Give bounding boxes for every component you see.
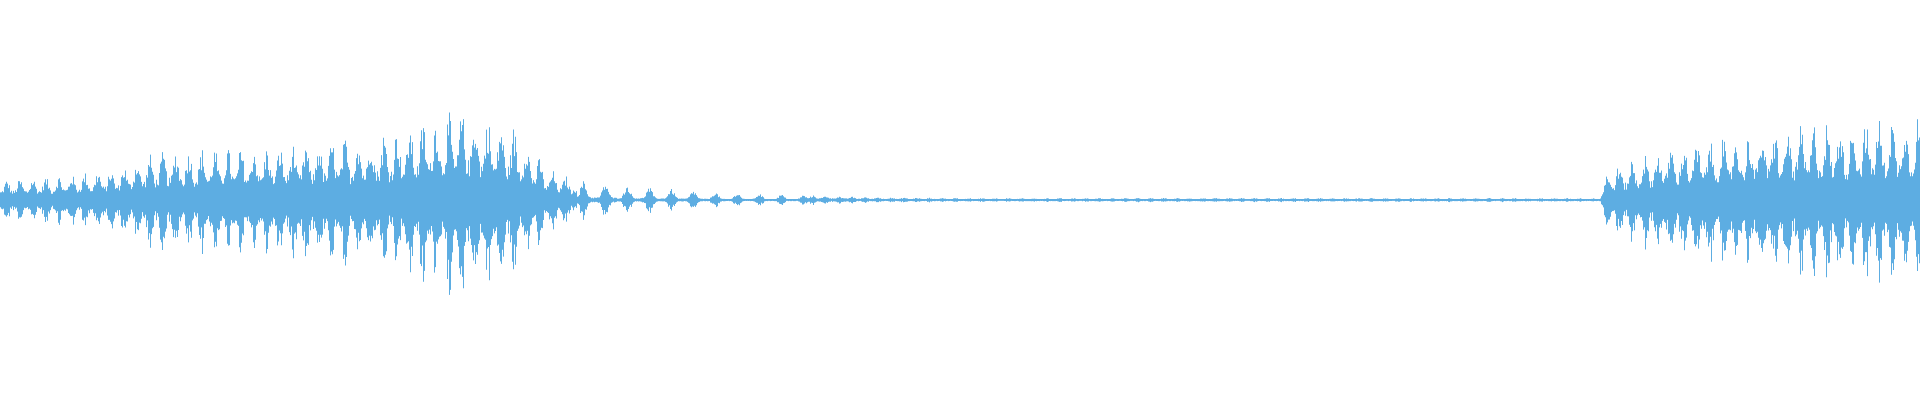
waveform-samples	[0, 112, 1920, 295]
